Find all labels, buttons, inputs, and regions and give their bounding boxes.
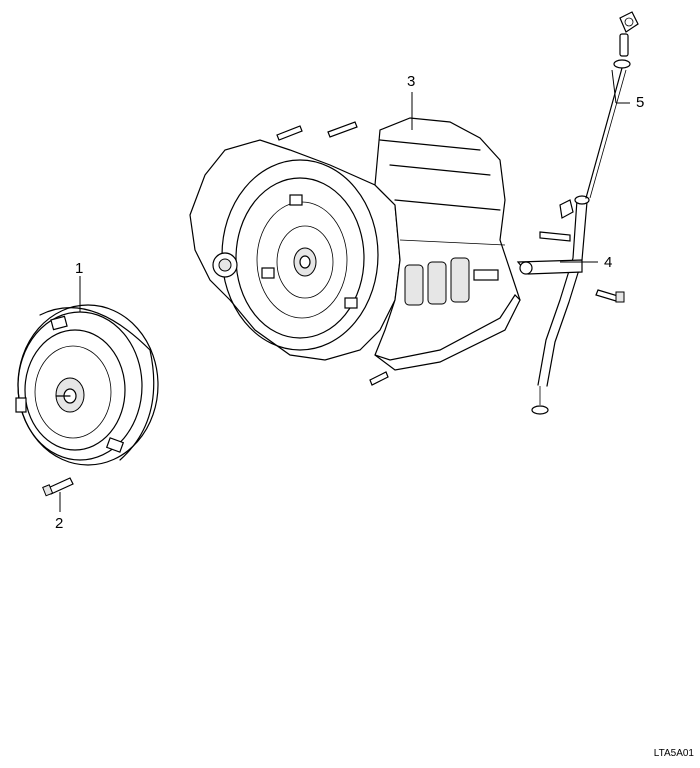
callout-3: 3 (407, 73, 416, 90)
oil-dipstick[interactable] (585, 11, 639, 199)
transmission-assembly[interactable] (189, 117, 521, 386)
callout-5: 5 (636, 94, 645, 111)
callout-4: 4 (604, 254, 613, 271)
callout-2: 2 (55, 515, 64, 532)
reference-code: LTA5A01 (653, 748, 694, 759)
converter-bolt[interactable] (42, 477, 74, 497)
callout-1: 1 (75, 260, 84, 277)
torque-converter[interactable] (15, 304, 159, 466)
leader-lines (59, 69, 630, 512)
oil-filler-tube[interactable] (516, 195, 625, 415)
